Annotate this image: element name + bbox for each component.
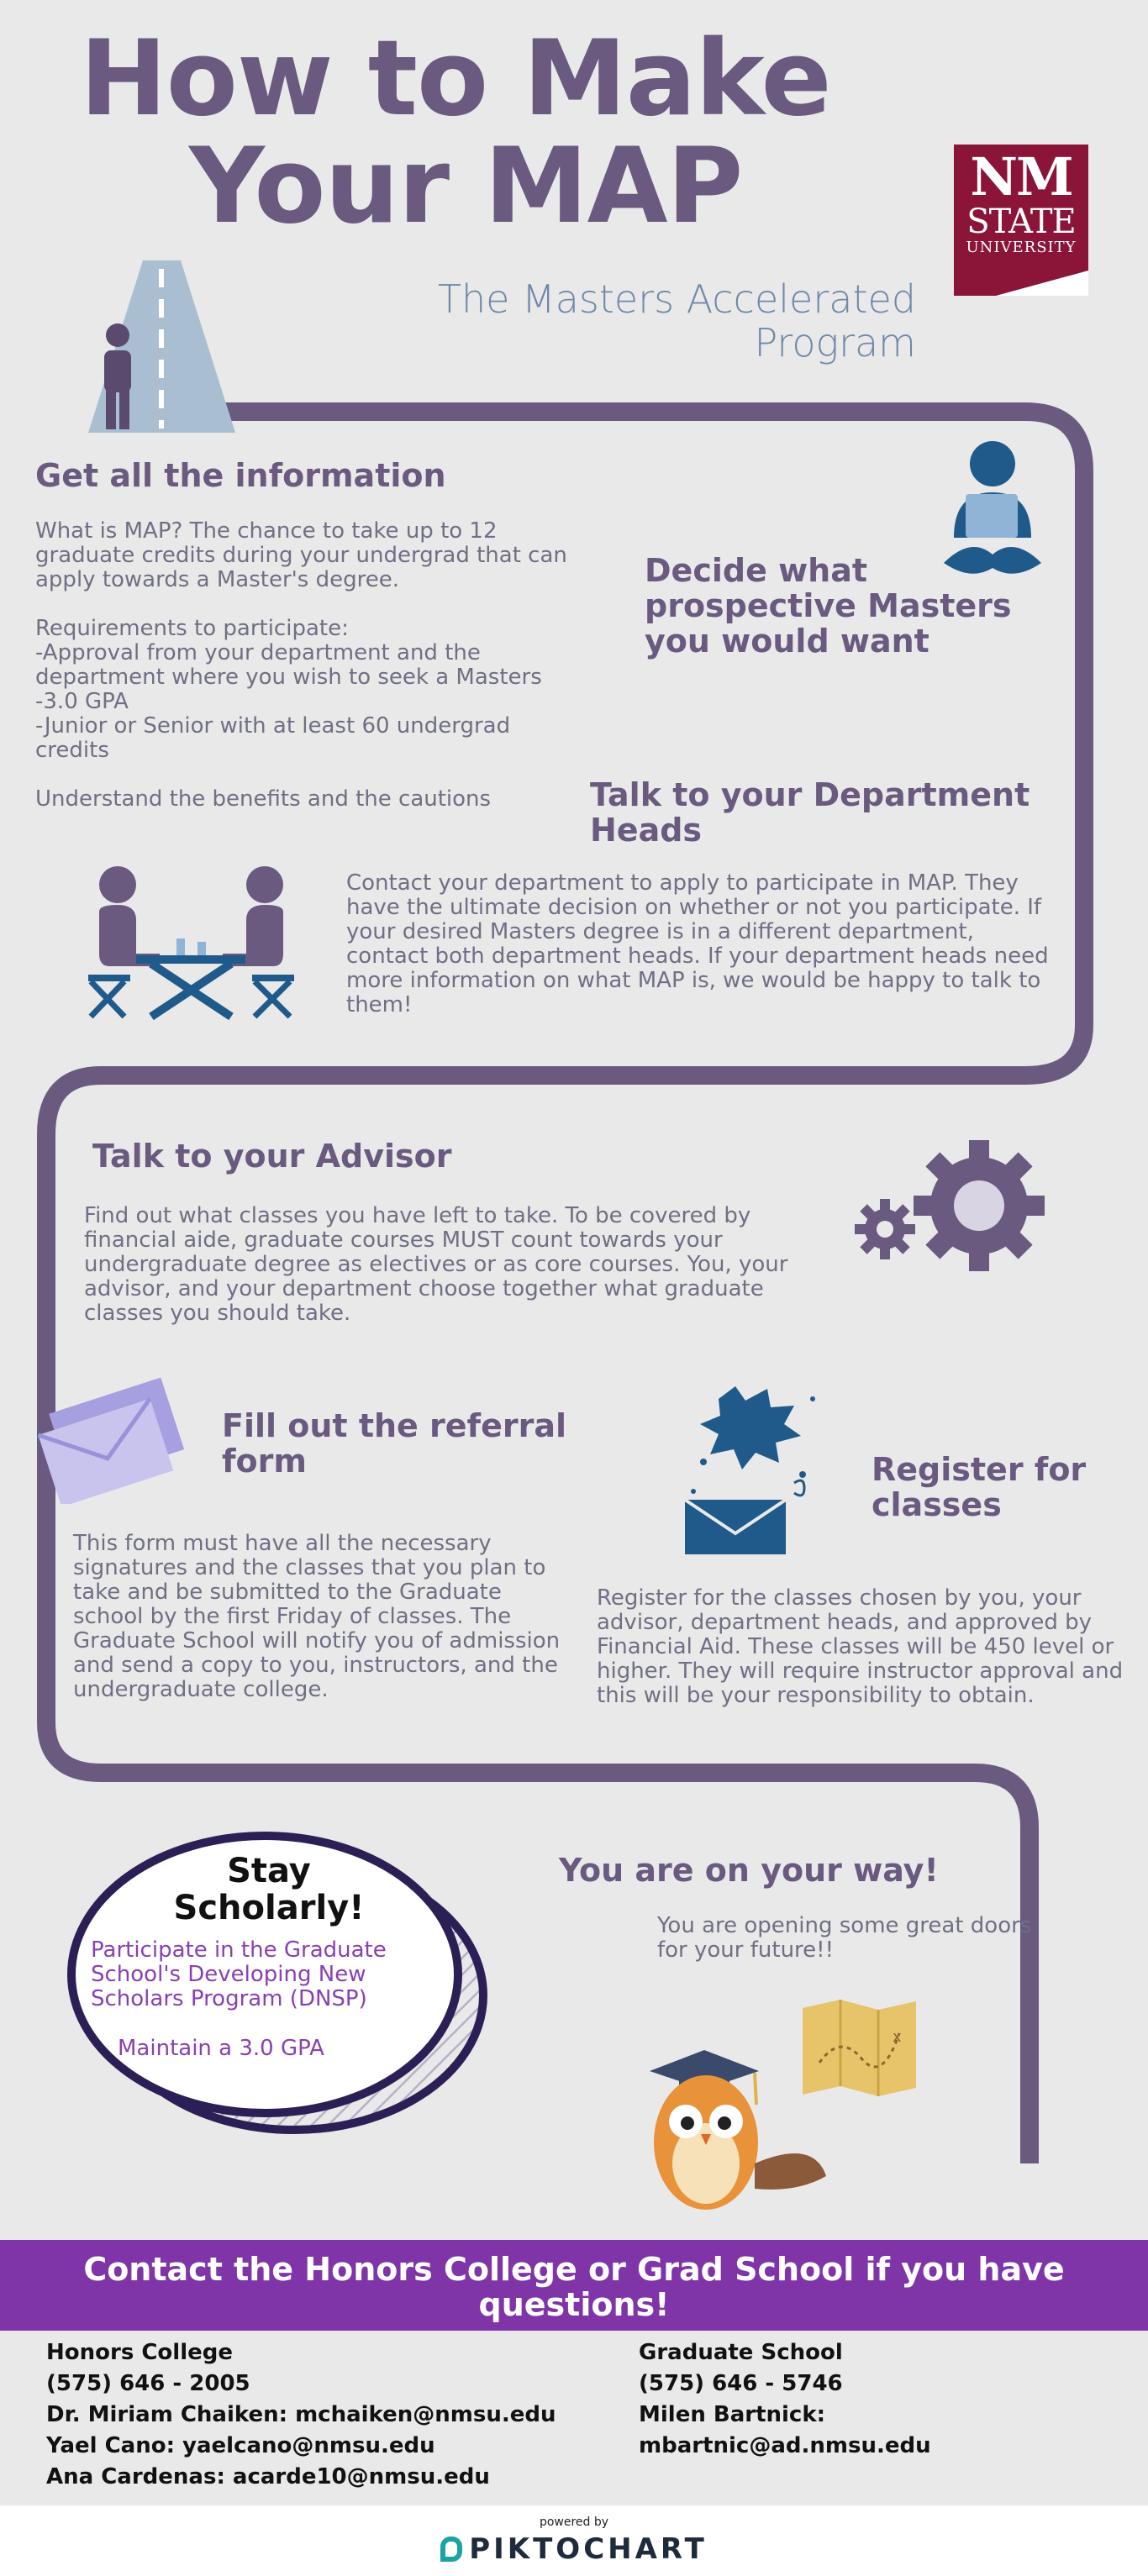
scholarly-item-2: Maintain a 3.0 GPA — [118, 2036, 324, 2061]
logo-nm: NM — [970, 146, 1073, 208]
owl-graduate-icon — [650, 2050, 826, 2210]
grad-name: Graduate School — [639, 2340, 843, 2365]
piktochart-brand[interactable]: PIKTOCHART — [0, 2532, 1148, 2566]
honors-name: Honors College — [46, 2340, 233, 2365]
piktochart-icon — [440, 2537, 463, 2562]
meeting-icon — [88, 866, 294, 1021]
info-requirement-3: -Junior or Senior with at least 60 under… — [35, 713, 511, 763]
referral-body: This form must have all the necessary si… — [73, 1531, 561, 1702]
info-heading: Get all the information — [35, 457, 446, 494]
piktochart-label: PIKTOCHART — [469, 2532, 708, 2566]
info-requirement-2: -3.0 GPA — [35, 689, 129, 714]
logo-university: UNIVERSITY — [966, 239, 1077, 256]
scholarly-bubble — [67, 1832, 487, 2134]
powered-by-text: powered by — [539, 2516, 609, 2529]
honors-contact-1: Dr. Miriam Chaiken: mchaiken@nmsu.edu — [46, 2402, 556, 2427]
grad-contact: Graduate School (575) 646 - 5746 Milen B… — [639, 2337, 1109, 2462]
gears-icon — [855, 1140, 1045, 1271]
grad-phone: (575) 646 - 5746 — [639, 2371, 843, 2396]
heads-body: Contact your department to apply to part… — [346, 870, 1049, 1017]
way-body: You are opening some great doors for you… — [657, 1913, 1032, 1963]
advisor-body: Find out what classes you have left to t… — [84, 1203, 788, 1326]
referral-heading: Fill out the referral form — [222, 1407, 567, 1480]
honors-contact: Honors College (575) 646 - 2005 Dr. Miri… — [46, 2337, 592, 2493]
page-title: How to Make Your MAP — [80, 25, 920, 240]
contact-banner: Contact the Honors College or Grad Schoo… — [0, 2240, 1148, 2331]
footer: powered by PIKTOCHART — [0, 2505, 1148, 2576]
honors-phone: (575) 646 - 2005 — [46, 2371, 250, 2396]
info-text: What is MAP? The chance to take up to 12… — [35, 519, 590, 812]
scholarly-item-1: Participate in the Graduate School's Dev… — [91, 1937, 387, 2011]
info-requirement-1: -Approval from your department and the d… — [35, 640, 542, 690]
mail-burst-icon — [683, 1386, 815, 1554]
scholarly-heading: Stay Scholarly! — [173, 1852, 365, 1927]
way-heading: You are on your way! — [559, 1852, 939, 1889]
subtitle-line-1: The Masters Accelerated — [437, 276, 916, 322]
nmsu-logo: NM STATE UNIVERSITY — [954, 145, 1088, 296]
honors-contact-2: Yael Cano: yaelcano@nmsu.edu — [46, 2433, 435, 2458]
title-line-2: Your MAP — [189, 126, 743, 247]
logo-state: STATE — [966, 202, 1076, 241]
person-icon — [104, 323, 131, 429]
treasure-map-icon: x — [803, 2000, 916, 2096]
laptop-user-icon — [944, 441, 1041, 574]
honors-contact-3: Ana Cardenas: acarde10@nmsu.edu — [46, 2464, 490, 2489]
advisor-heading: Talk to your Advisor — [92, 1138, 452, 1175]
info-requirements-title: Requirements to participate: — [35, 616, 349, 641]
subtitle: The Masters Accelerated Program — [361, 277, 916, 365]
register-body: Register for the classes chosen by you, … — [597, 1585, 1124, 1708]
title-line-1: How to Make — [80, 18, 832, 139]
svg-text:x: x — [893, 2028, 902, 2046]
register-heading: Register for classes — [872, 1451, 1087, 1523]
envelopes-icon — [37, 1378, 185, 1504]
decide-heading: Decide what prospective Masters you woul… — [645, 552, 1012, 660]
info-what-is-map: What is MAP? The chance to take up to 12… — [35, 518, 567, 592]
grad-contact-1: Milen Bartnick: mbartnic@ad.nmsu.edu — [639, 2402, 931, 2458]
heads-heading: Talk to your Department Heads — [590, 776, 1030, 849]
info-benefits-cautions: Understand the benefits and the cautions — [35, 786, 492, 812]
subtitle-line-2: Program — [754, 320, 917, 365]
